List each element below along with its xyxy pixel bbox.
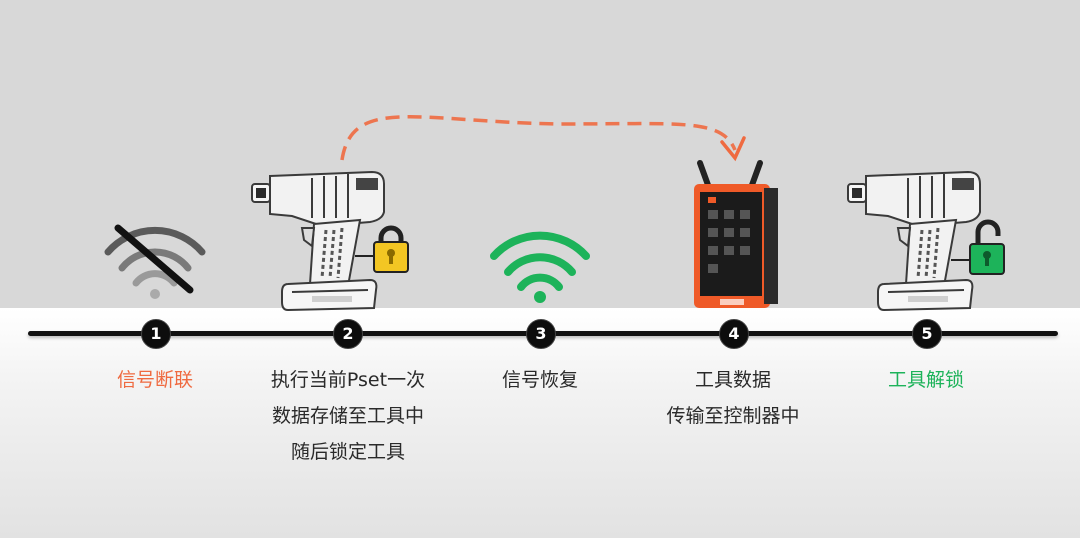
step-2-line-3: 随后锁定工具 <box>290 441 405 463</box>
wifi-off-icon <box>104 224 206 299</box>
step-4-badge: 4 <box>719 319 749 349</box>
step-3-badge: 3 <box>526 319 556 349</box>
step-2-line-1: 执行当前Pset一次 <box>270 369 426 391</box>
step-5-badge: 5 <box>912 319 942 349</box>
step-5-line-1: 工具解锁 <box>887 369 964 391</box>
step-4-line-1: 工具数据 <box>694 369 771 391</box>
controller-icon <box>694 160 778 308</box>
step-1-line-1: 信号断联 <box>116 369 193 391</box>
transfer-arc <box>340 115 737 161</box>
step-5-caption: 工具解锁 <box>816 362 1036 398</box>
step-2-caption: 执行当前Pset一次 数据存储至工具中 随后锁定工具 <box>238 362 458 470</box>
unlock-icon <box>969 219 1005 275</box>
step-3-line-1: 信号恢复 <box>501 369 578 391</box>
wifi-icon <box>490 231 590 303</box>
step-1-badge: 1 <box>141 319 171 349</box>
lock-icon <box>373 225 409 273</box>
step-4-line-2: 传输至控制器中 <box>666 405 800 427</box>
step-2-badge: 2 <box>333 319 363 349</box>
step-3-caption: 信号恢复 <box>430 362 650 398</box>
tool-gun-icon <box>250 170 386 312</box>
step-1-caption: 信号断联 <box>45 362 265 398</box>
step-2-line-2: 数据存储至工具中 <box>271 405 424 427</box>
arrow-head-icon <box>720 136 746 162</box>
tool-gun-icon <box>846 170 982 312</box>
step-4-caption: 工具数据 传输至控制器中 <box>623 362 843 434</box>
